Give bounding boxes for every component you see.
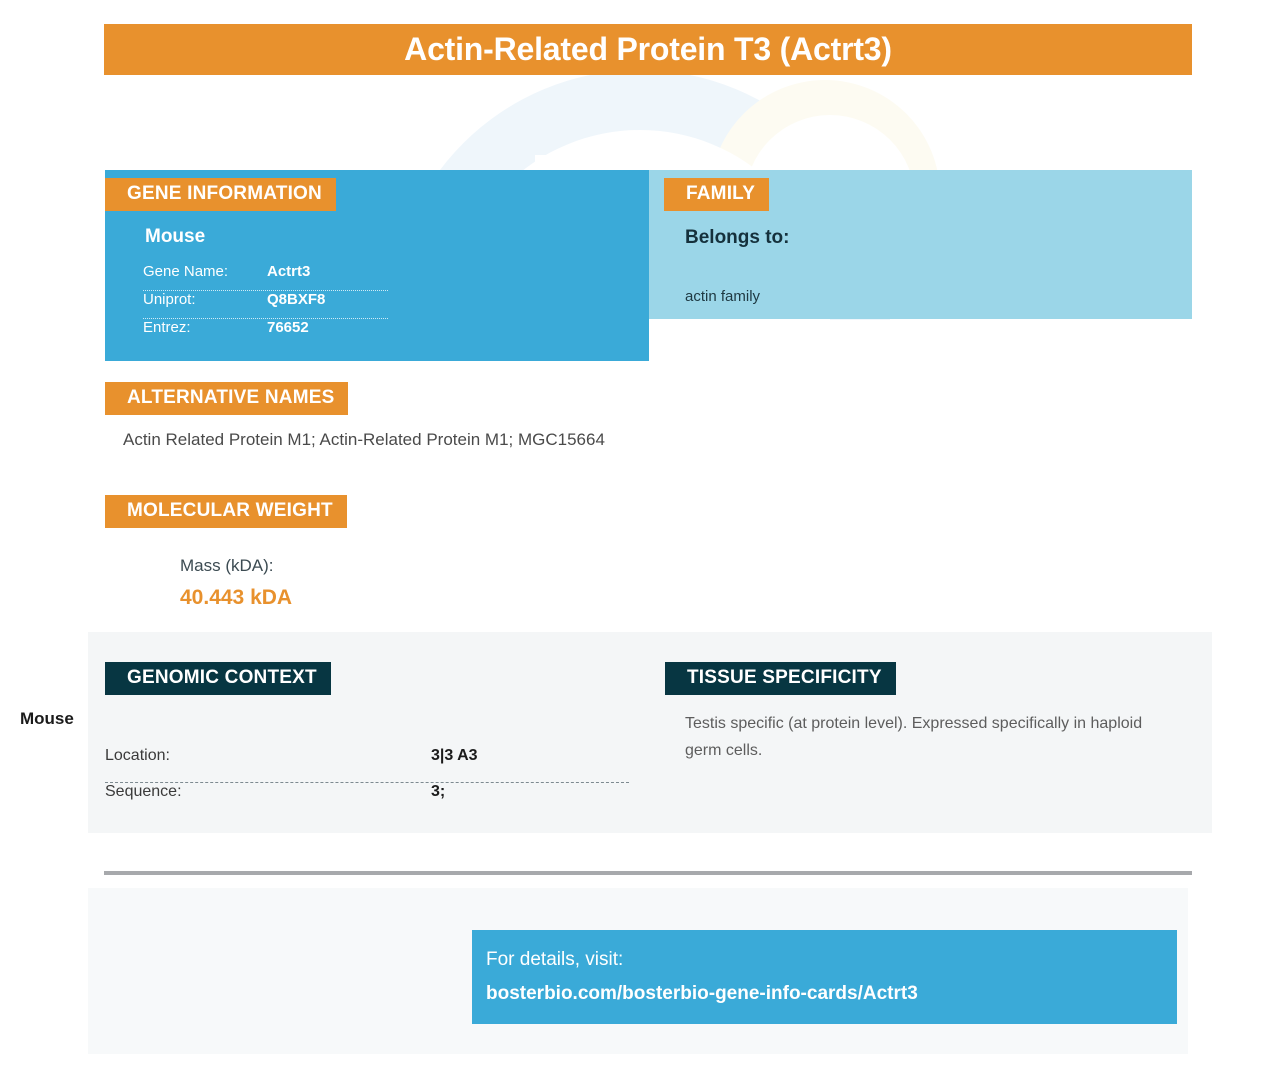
page-title: Actin-Related Protein T3 (Actrt3) xyxy=(404,31,892,67)
gene-information-row: Gene Name: Actrt3 xyxy=(143,263,388,291)
genomic-context-row: Sequence: 3; xyxy=(105,783,629,818)
uniprot-value: Q8BXF8 xyxy=(267,291,326,308)
gene-information-heading: GENE INFORMATION xyxy=(105,178,336,211)
genomic-context-heading-wrap: GENOMIC CONTEXT xyxy=(105,662,331,695)
location-label: Location: xyxy=(105,747,170,764)
footer-url-link[interactable]: bosterbio.com/bosterbio-gene-info-cards/… xyxy=(486,983,918,1004)
gene-name-label: Gene Name: xyxy=(143,263,229,280)
tissue-specificity-heading-wrap: TISSUE SPECIFICITY xyxy=(665,662,896,695)
sequence-label: Sequence: xyxy=(105,783,182,800)
footer-visit-label: For details, visit: xyxy=(486,949,624,970)
family-belongs-label: Belongs to: xyxy=(685,227,790,248)
gene-name-value: Actrt3 xyxy=(267,263,311,280)
gene-information-heading-wrap: GENE INFORMATION xyxy=(105,178,336,211)
tissue-specificity-text: Testis specific (at protein level). Expr… xyxy=(685,715,1143,759)
entrez-value: 76652 xyxy=(267,319,309,336)
molecular-weight-label: Mass (kDA): xyxy=(180,556,274,575)
family-heading-wrap: FAMILY xyxy=(664,178,770,211)
family-heading: FAMILY xyxy=(664,178,770,211)
alternative-names-heading: ALTERNATIVE NAMES xyxy=(105,382,349,415)
gene-information-row: Uniprot: Q8BXF8 xyxy=(143,291,388,319)
molecular-weight-value: 40.443 kDA xyxy=(180,586,293,609)
location-value: 3|3 A3 xyxy=(431,747,478,764)
genomic-context-heading: GENOMIC CONTEXT xyxy=(105,662,331,695)
gene-information-list: Gene Name: Actrt3 Uniprot: Q8BXF8 Entrez… xyxy=(143,263,388,346)
genomic-context-list: Location: 3|3 A3 Sequence: 3; xyxy=(105,747,629,818)
entrez-label: Entrez: xyxy=(143,319,191,336)
family-panel: FAMILY Belongs to: actin family xyxy=(649,170,1192,319)
genomic-context-species: Mouse xyxy=(20,709,74,728)
gene-information-panel: GENE INFORMATION Mouse Gene Name: Actrt3… xyxy=(105,170,649,361)
alternative-names-value: Actin Related Protein M1; Actin-Related … xyxy=(123,430,605,449)
gene-information-species: Mouse xyxy=(145,226,206,247)
alternative-names-heading-wrap: ALTERNATIVE NAMES xyxy=(105,382,349,415)
footer-divider xyxy=(104,871,1192,875)
sequence-value: 3; xyxy=(431,783,446,800)
page-title-bar: Actin-Related Protein T3 (Actrt3) xyxy=(104,24,1192,75)
molecular-weight-heading-wrap: MOLECULAR WEIGHT xyxy=(105,495,347,528)
footer-section: For details, visit: bosterbio.com/boster… xyxy=(88,888,1188,1054)
genomic-tissue-section: GENOMIC CONTEXT Location: 3|3 A3 Sequenc… xyxy=(88,632,1212,833)
footer-visit-box: For details, visit: bosterbio.com/boster… xyxy=(472,930,1177,1024)
uniprot-label: Uniprot: xyxy=(143,291,196,308)
tissue-specificity-heading: TISSUE SPECIFICITY xyxy=(665,662,896,695)
genomic-context-row: Location: 3|3 A3 xyxy=(105,747,629,783)
molecular-weight-heading: MOLECULAR WEIGHT xyxy=(105,495,347,528)
family-value: actin family xyxy=(685,288,761,305)
gene-information-row: Entrez: 76652 xyxy=(143,319,388,346)
